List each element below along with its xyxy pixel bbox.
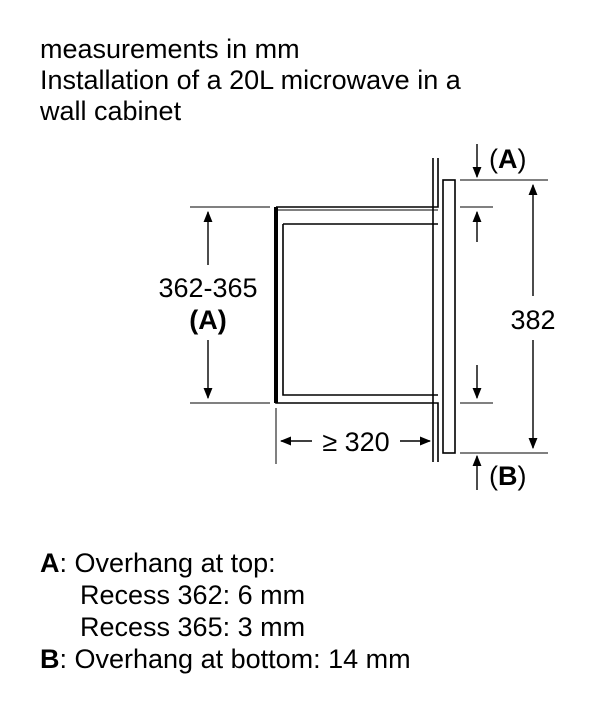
microwave-front-panel: [442, 179, 456, 454]
height-range-label: 362-365: [158, 273, 257, 303]
heading-title-line2: wall cabinet: [40, 96, 182, 126]
legend: A: Overhang at top: Recess 362: 6 mm Rec…: [40, 547, 411, 675]
heading: measurements in mm Installation of a 20L…: [40, 34, 461, 127]
heading-title-line1: Installation of a 20L microwave in a: [40, 65, 461, 95]
depth-label: ≥ 320: [322, 427, 389, 457]
cabinet-outline-inner: [282, 223, 438, 396]
cabinet-outline-outer: [275, 158, 439, 462]
height-marker-label: (A): [189, 305, 226, 335]
legend-a-recess-362: Recess 362: 6 mm: [80, 580, 306, 610]
legend-b-key: B: [40, 644, 60, 674]
legend-a-title: : Overhang at top:: [59, 548, 276, 578]
legend-b: B: Overhang at bottom: 14 mm: [40, 643, 411, 675]
heading-units: measurements in mm: [40, 34, 300, 64]
legend-a-recess-365: Recess 365: 3 mm: [80, 612, 306, 642]
overhang-top-label: (A): [489, 144, 527, 174]
legend-a: A: Overhang at top:: [40, 547, 411, 579]
overhang-bottom-label: (B): [489, 461, 527, 491]
legend-a-key: A: [40, 548, 60, 578]
total-height-label: 382: [510, 305, 555, 335]
legend-b-text: : Overhang at bottom: 14 mm: [59, 644, 411, 674]
